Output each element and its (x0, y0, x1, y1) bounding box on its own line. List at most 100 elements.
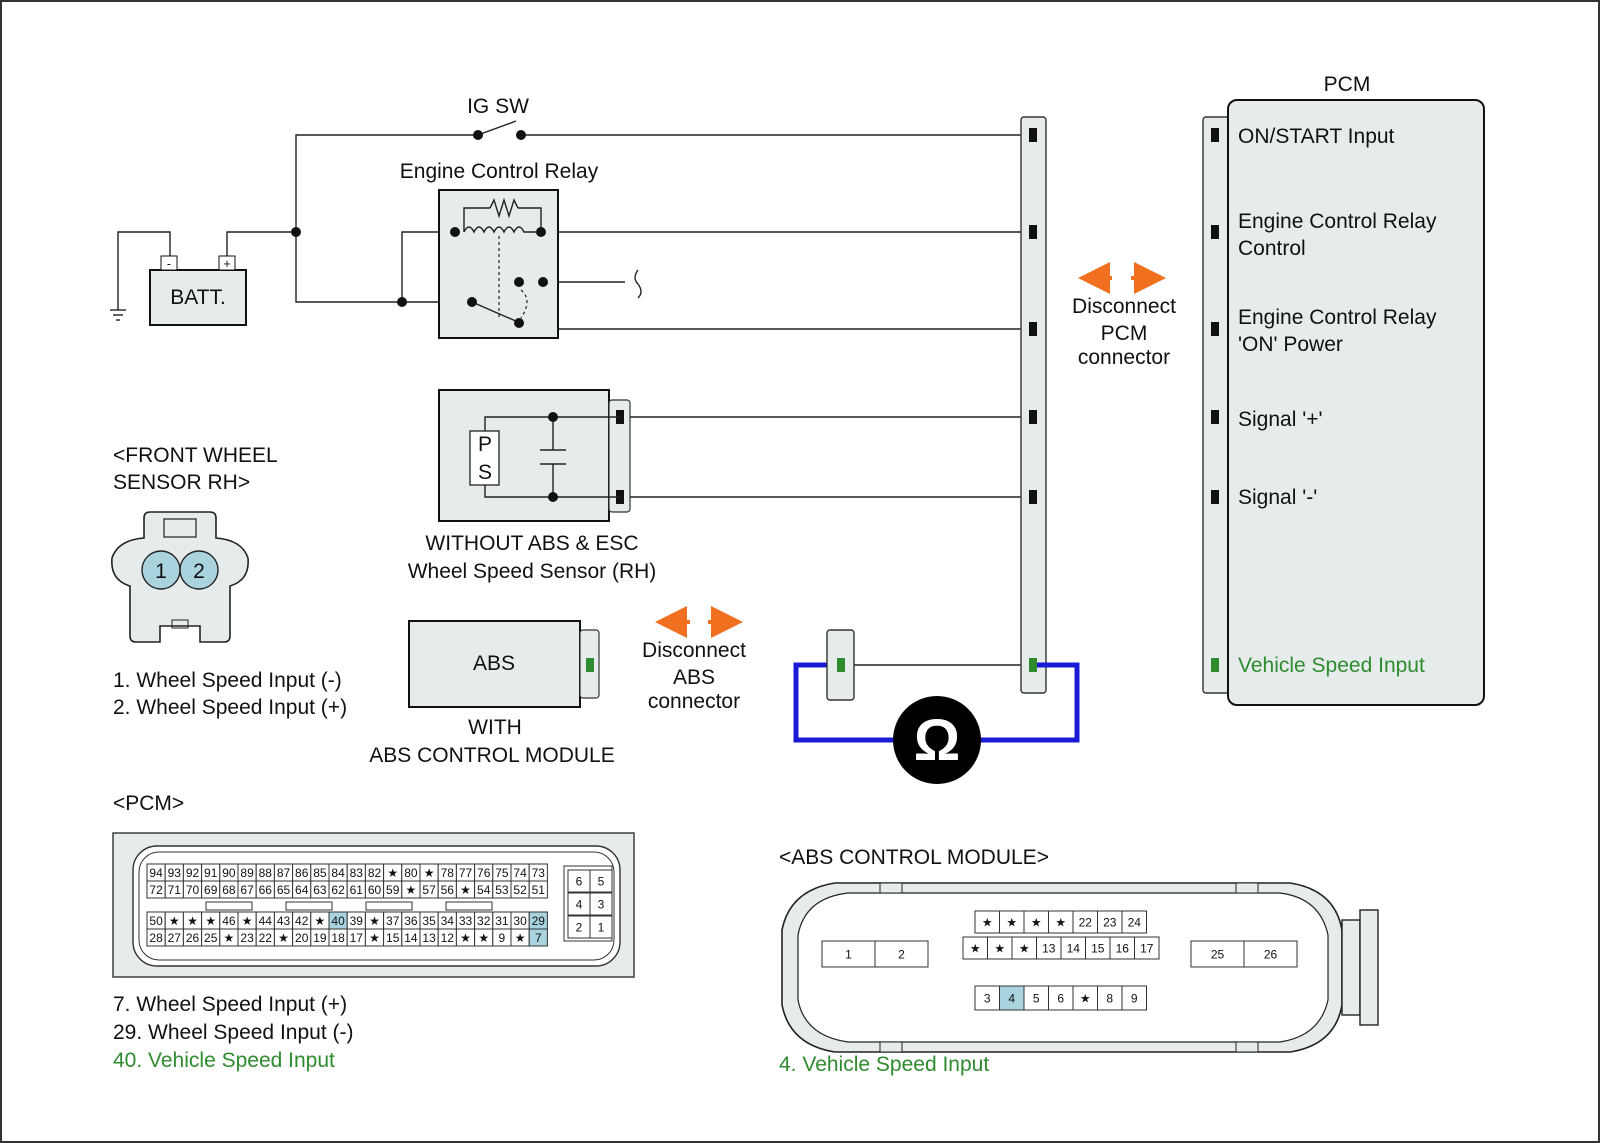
pcm-legend-7: 7. Wheel Speed Input (+) (113, 993, 347, 1016)
pcm-pin-label: 32 (477, 914, 491, 928)
abs-pin-label: ★ (970, 942, 981, 956)
pcm-pin-label: 43 (277, 914, 291, 928)
pcm-pin-label: 65 (277, 883, 291, 897)
pcm-pin-label: 71 (168, 883, 182, 897)
pcm-connector-title: <PCM> (113, 792, 184, 815)
abs-pin-cell (821, 940, 876, 968)
front-wheel-sensor-connector: <FRONT WHEEL SENSOR RH> 1 2 1. Wheel Spe… (111, 444, 347, 719)
battery-minus: - (167, 257, 171, 271)
front-wheel-title-1: <FRONT WHEEL (113, 444, 278, 467)
pcm-pin-label: 18 (331, 931, 345, 945)
abs-legend: 4. Vehicle Speed Input (779, 1053, 989, 1076)
abs-pin-label: 14 (1067, 942, 1081, 956)
pcm-pin-label: 7 (535, 931, 542, 945)
relay-title: Engine Control Relay (400, 160, 599, 183)
pcm-pin-label: 57 (422, 883, 436, 897)
disconnect-pcm-line3: connector (1078, 346, 1170, 369)
pcm-pin-label: 28 (149, 931, 163, 945)
abs-pin-label: 4 (1008, 992, 1015, 1006)
battery: - + BATT. (149, 255, 247, 326)
pcm-pin-label: 63 (313, 883, 327, 897)
pcm-pin-label: 78 (441, 866, 455, 880)
pcm-pin-label: 69 (204, 883, 218, 897)
abs-pin-label: ★ (1019, 942, 1030, 956)
pcm-pin-label: 9 (499, 931, 506, 945)
pcm-pin-label: ★ (387, 866, 398, 880)
pcm-pin-label: 26 (186, 931, 200, 945)
pcm-pin-label: 62 (331, 883, 345, 897)
disconnect-abs-line3: connector (648, 690, 740, 713)
pcm-legend-40: 40. Vehicle Speed Input (113, 1049, 335, 1072)
pcm-pin-label: 92 (186, 866, 200, 880)
pcm-pin-label: 89 (240, 866, 254, 880)
pcm-pin-label: 74 (513, 866, 527, 880)
pcm-harness-pins (1029, 128, 1037, 672)
pcm-pin-label: 13 (422, 931, 436, 945)
pcm-pin-label: ★ (460, 883, 471, 897)
disconnect-abs-line1: Disconnect (642, 639, 746, 662)
abs-module: ABS WITH ABS CONTROL MODULE (369, 620, 615, 767)
abs-pin-label: ★ (982, 916, 993, 930)
pcm-harness-connector (1020, 116, 1047, 694)
pcm-side-pin-label: 5 (598, 875, 605, 889)
pcm-pin-label: ★ (224, 931, 235, 945)
pcm-pin-label: 46 (222, 914, 236, 928)
abs-pin-label: 5 (1033, 992, 1040, 1006)
abs-pin-cell (1121, 985, 1147, 1011)
pcm-pin-label: 39 (350, 914, 364, 928)
pcm-pin-label: 31 (495, 914, 509, 928)
abs-pin-label: 17 (1140, 942, 1154, 956)
abs-pin-label: 1 (845, 948, 852, 962)
disconnect-pcm-line1: Disconnect (1072, 295, 1176, 318)
sensor-caption-1: WITHOUT ABS & ESC (425, 532, 638, 555)
pcm-vehicle-speed: Vehicle Speed Input (1238, 654, 1425, 677)
pcm-pin-label: 42 (295, 914, 309, 928)
pcm-side-pin-cell (589, 915, 613, 939)
pcm-pin-label: 73 (532, 866, 546, 880)
pcm-pin-label: ★ (369, 914, 380, 928)
abs-pin-cell (1134, 936, 1160, 960)
abs-pin-label: ★ (994, 942, 1005, 956)
abs-pin-label: 6 (1057, 992, 1064, 1006)
pcm-legend-29: 29. Wheel Speed Input (-) (113, 1021, 353, 1044)
pcm-pin-label: 40 (331, 914, 345, 928)
pcm-pin-label: 44 (259, 914, 273, 928)
pcm-pin-label: 17 (350, 931, 364, 945)
wheel-speed-sensor: P S WITHOUT ABS & ESC Wheel Speed Sensor… (408, 389, 657, 583)
pcm-pin-label: ★ (424, 866, 435, 880)
pcm-pin-label: 68 (222, 883, 236, 897)
pcm-signal-minus: Signal '-' (1238, 486, 1317, 509)
front-wheel-pin2: 2 (193, 560, 205, 583)
junction-dot (291, 227, 301, 237)
abs-pin-label: 25 (1211, 948, 1225, 962)
pcm-pin-label: ★ (242, 914, 253, 928)
pcm-pin-label: 50 (149, 914, 163, 928)
pcm-pin-label: 85 (313, 866, 327, 880)
abs-pin-label: ★ (1080, 992, 1091, 1006)
pcm-title: PCM (1324, 73, 1371, 96)
front-wheel-legend-2: 2. Wheel Speed Input (+) (113, 696, 347, 719)
pcm-pin-label: 15 (386, 931, 400, 945)
abs-pin-label: 13 (1042, 942, 1056, 956)
sensor-caption-2: Wheel Speed Sensor (RH) (408, 560, 657, 583)
pcm-pin-label: 84 (331, 866, 345, 880)
pcm-relay-power-1: Engine Control Relay (1238, 306, 1437, 329)
pcm-side-pin-label: 6 (576, 875, 583, 889)
pcm-pin-label: 29 (532, 914, 546, 928)
abs-pin-label: 15 (1091, 942, 1105, 956)
pcm-pin-label: 37 (386, 914, 400, 928)
pcm-pin-label: 51 (532, 883, 546, 897)
pcm-pin-label: 66 (259, 883, 273, 897)
abs-label: ABS (473, 652, 515, 675)
battery-label: BATT. (170, 286, 226, 309)
pcm-pin-label: 77 (459, 866, 473, 880)
abs-pin-cell (1121, 910, 1147, 934)
pcm-signal-plus: Signal '+' (1238, 408, 1323, 431)
pcm-pin-label: 34 (441, 914, 455, 928)
pcm-pin-label: 93 (168, 866, 182, 880)
abs-pin-label: 22 (1079, 916, 1093, 930)
abs-pin-label: 2 (898, 948, 905, 962)
pcm-pin-label: 23 (240, 931, 254, 945)
